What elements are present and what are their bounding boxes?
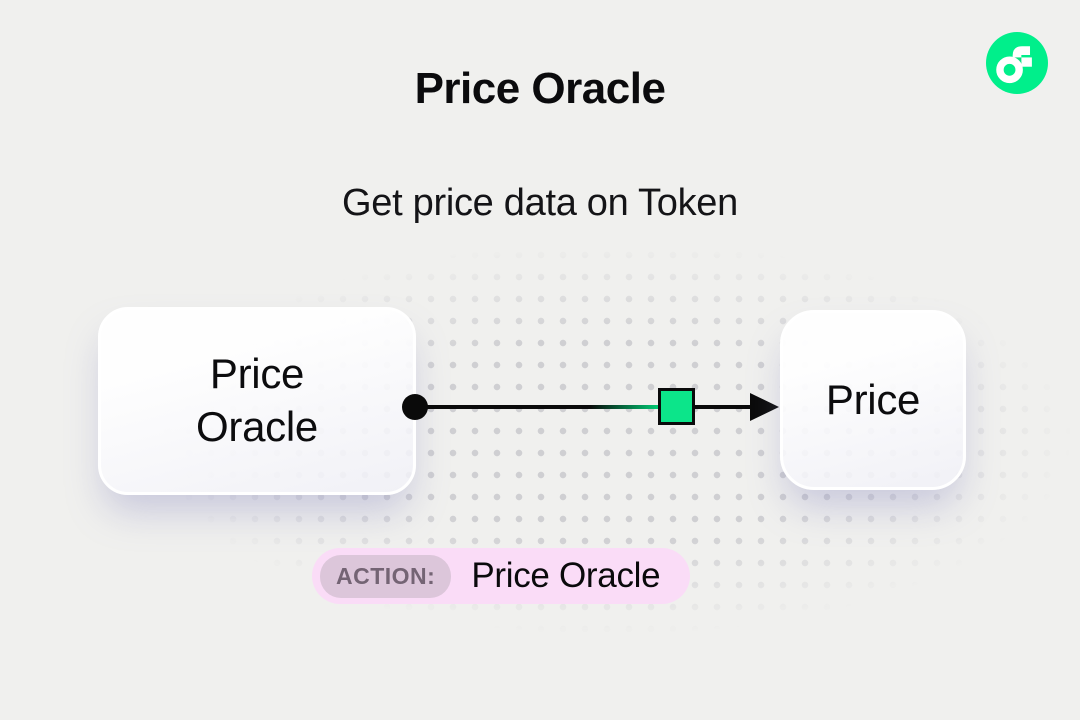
edge-line-accent bbox=[590, 405, 658, 409]
page-title: Price Oracle bbox=[414, 64, 666, 113]
edge-marker-handle[interactable] bbox=[658, 388, 695, 425]
node-price-label: Price bbox=[825, 375, 921, 423]
page-subtitle: Get price data on Token bbox=[342, 182, 738, 224]
action-value: Price Oracle bbox=[471, 556, 661, 595]
action-tag: ACTION: bbox=[320, 554, 452, 598]
node-price-oracle[interactable]: Price Oracle bbox=[98, 307, 416, 495]
edge-line bbox=[414, 405, 758, 409]
node-price[interactable]: Price bbox=[780, 310, 966, 490]
action-badge: ACTION: Price Oracle bbox=[312, 548, 691, 604]
flow-logo bbox=[986, 32, 1048, 94]
flow-logo-icon bbox=[986, 32, 1048, 94]
node-price-oracle-label: Price Oracle bbox=[196, 350, 318, 450]
edge-arrowhead-icon bbox=[750, 393, 779, 421]
